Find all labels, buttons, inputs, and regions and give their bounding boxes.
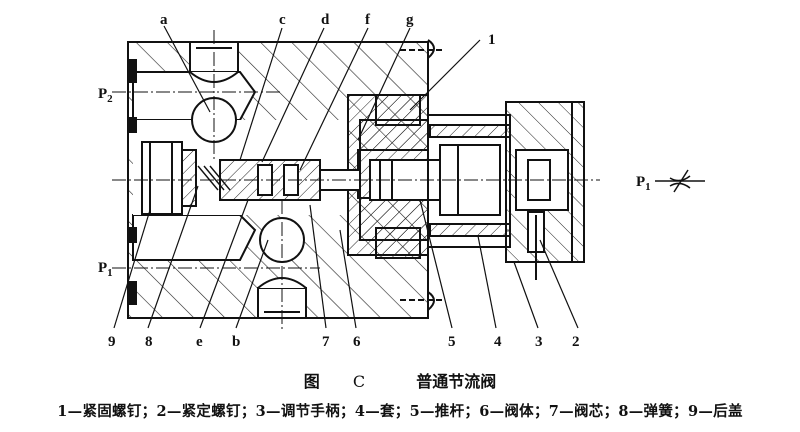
port-p1-right-label: P1 — [636, 174, 651, 193]
label-1: 1 — [488, 32, 496, 48]
centerlines — [112, 30, 600, 332]
back-cover — [127, 59, 197, 305]
label-2: 2 — [572, 334, 580, 350]
label-g: g — [406, 12, 414, 28]
figure-legend: 1—紧固螺钉；2—紧定螺钉；3—调节手柄；4—套；5—推杆；6—阀体；7—阀芯；… — [57, 403, 743, 420]
label-9: 9 — [108, 334, 116, 350]
label-8: 8 — [145, 334, 153, 350]
label-c: c — [279, 12, 286, 28]
figure-title-letter: C — [352, 372, 366, 391]
label-5: 5 — [448, 334, 456, 350]
label-7: 7 — [322, 334, 330, 350]
port-p2-label: P2 — [98, 86, 113, 105]
figure-title-text: 普通节流阀 — [416, 372, 497, 391]
figure-title-prefix: 图 — [303, 372, 320, 391]
label-4: 4 — [494, 334, 502, 350]
label-6: 6 — [353, 334, 361, 350]
label-3: 3 — [535, 334, 543, 350]
label-a: a — [160, 12, 168, 28]
port-p1-left-label: P1 — [98, 260, 113, 279]
leader-lines — [113, 25, 579, 329]
label-f: f — [365, 12, 371, 28]
adjusting-handle — [505, 101, 585, 280]
label-b: b — [232, 334, 240, 350]
p1-throttle-symbol — [655, 169, 705, 193]
fastening-screw — [400, 39, 445, 311]
push-rod — [359, 94, 511, 259]
spool — [197, 159, 361, 201]
label-d: d — [321, 12, 330, 28]
figure-title: 图 C 普通节流阀 — [0, 368, 800, 392]
label-e: e — [196, 334, 203, 350]
